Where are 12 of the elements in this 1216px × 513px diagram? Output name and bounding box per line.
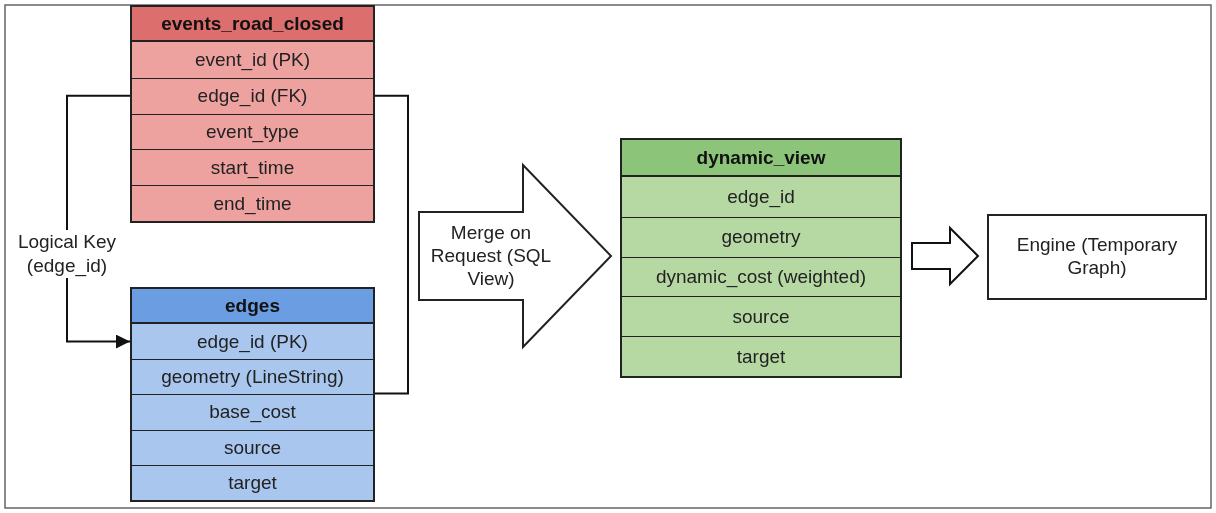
arrow bbox=[66, 94, 131, 349]
table-header: edges bbox=[132, 289, 373, 324]
database-table bbox=[130, 5, 375, 223]
arrow-text: Merge on Request (SQL View) bbox=[429, 221, 553, 291]
table-header: events_road_closed bbox=[132, 7, 373, 42]
block-arrow bbox=[911, 225, 980, 287]
table-header: dynamic_view bbox=[622, 140, 900, 177]
block-arrow bbox=[418, 164, 612, 348]
database-table bbox=[620, 138, 902, 378]
connector-line bbox=[374, 94, 409, 395]
process-box: Engine (Temporary Graph) bbox=[987, 214, 1207, 300]
database-table bbox=[130, 287, 375, 502]
